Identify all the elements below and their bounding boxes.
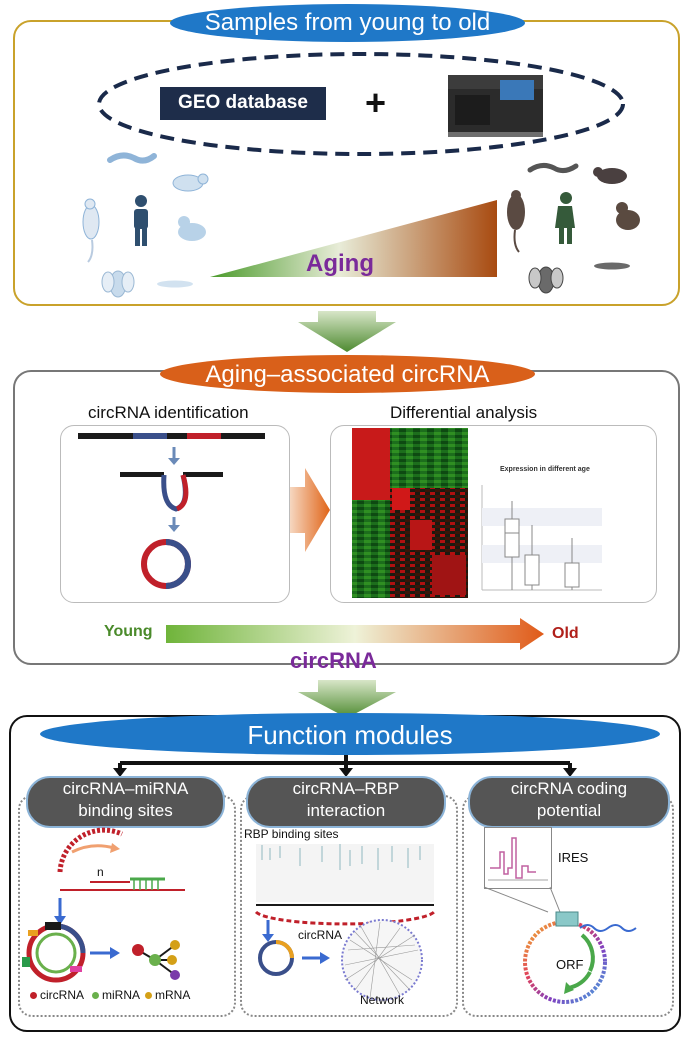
module3-title-line1: circRNA coding [510, 779, 628, 798]
ires-label: IRES [558, 850, 589, 865]
samples-title: Samples from young to old [204, 9, 491, 36]
differential-box [330, 425, 657, 603]
old-rat-icon [507, 190, 525, 253]
legend-label-mirna: miRNA [102, 988, 140, 1002]
human-icon [134, 195, 148, 246]
aging-label: Aging [306, 250, 374, 277]
old-label: Old [552, 625, 579, 642]
mouse-icon [172, 173, 209, 192]
module1-title-line1: circRNA–miRNA [62, 779, 189, 798]
rbp-circrna-label: circRNA [298, 928, 342, 942]
function-title-pill [40, 713, 660, 755]
identification-label: circRNA identification [88, 403, 249, 422]
module2-pill [246, 776, 446, 828]
old-human-icon [555, 192, 575, 244]
module2-title-line1: circRNA–RBP [292, 779, 400, 798]
plus-sign: + [365, 82, 387, 123]
module3-pill [468, 776, 670, 828]
samples-title-pill [170, 4, 525, 42]
zebrafish-icon [157, 280, 193, 288]
young-label: Young [104, 623, 153, 640]
identification-box [60, 425, 290, 603]
old-zebrafish-icon [594, 262, 630, 270]
rbp-binding-label: RBP binding sites [244, 827, 339, 841]
monkey-icon [178, 216, 206, 241]
rat-icon [82, 198, 100, 263]
legend-dot-mirna [92, 992, 99, 999]
differential-label: Differential analysis [390, 403, 538, 422]
circrna-title-pill [160, 355, 535, 393]
worm-icon [107, 152, 157, 164]
old-fly-icon [528, 266, 564, 294]
n-label: n [97, 865, 104, 879]
legend-label-mrna: mRNA [155, 988, 191, 1002]
legend-dot-circrna [30, 992, 37, 999]
geo-database-box [160, 87, 326, 120]
module2-title-line2: interaction [306, 801, 386, 820]
module3-title-line2: potential [536, 801, 602, 820]
network-label: Network [360, 993, 405, 1007]
legend-label-circrna: circRNA [40, 988, 84, 1002]
geo-database-label: GEO database [178, 92, 308, 113]
function-title: Function modules [247, 720, 453, 750]
fly-icon [101, 270, 135, 298]
module1-title-line2: binding sites [78, 801, 173, 820]
module1-pill [26, 776, 225, 828]
orf-label: ORF [556, 957, 584, 972]
old-worm-icon [527, 162, 579, 174]
circrna-center-label: circRNA [290, 648, 377, 673]
old-monkey-icon [616, 202, 640, 230]
legend-dot-mrna [145, 992, 152, 999]
old-mouse-icon [593, 167, 627, 184]
boxplot-title: Expression in different age [500, 466, 590, 473]
circrna-title: Aging–associated circRNA [205, 361, 490, 388]
legend: circRNA miRNA mRNA [30, 988, 230, 1004]
